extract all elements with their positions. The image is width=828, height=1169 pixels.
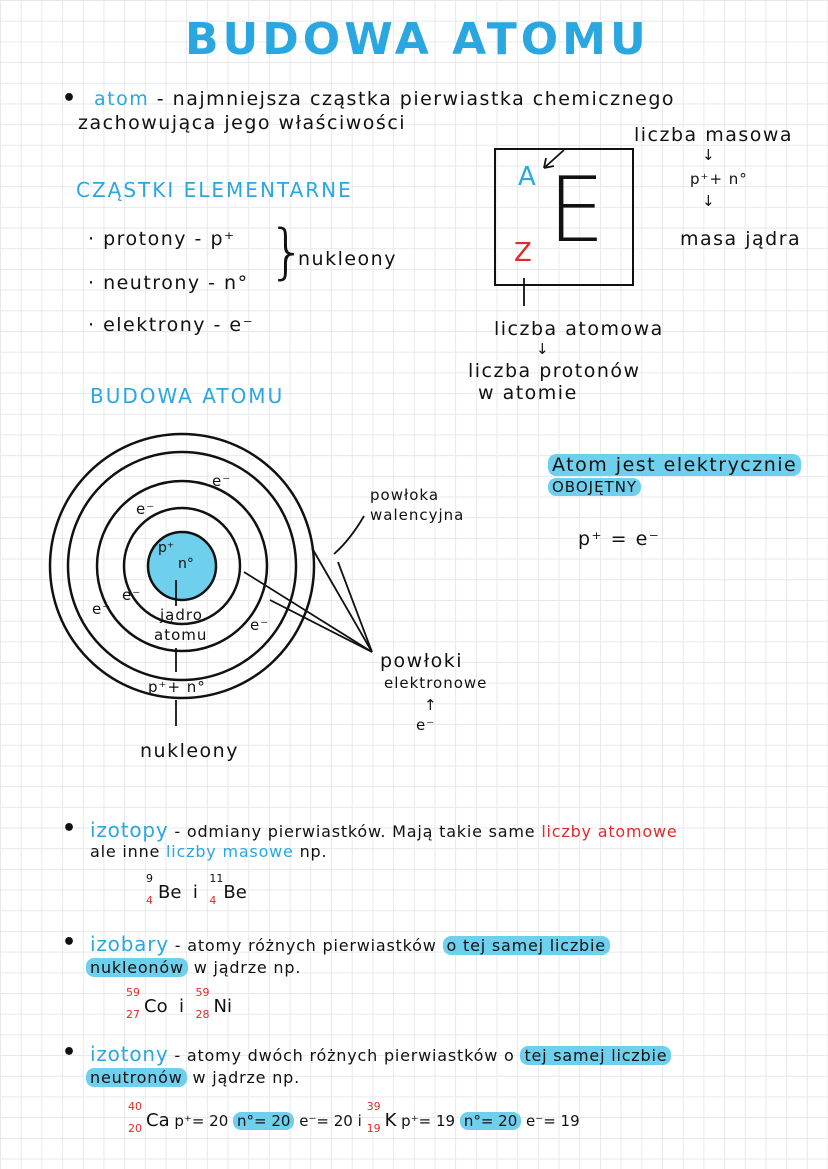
- page-title: BUDOWA ATOMU: [185, 14, 650, 65]
- middle-shell: [95, 479, 269, 653]
- element-symbol: E: [548, 158, 605, 263]
- particles-heading: CZĄSTKI ELEMENTARNE: [76, 178, 353, 202]
- in-atom-label: w atomie: [478, 382, 578, 404]
- structure-heading: BUDOWA ATOMU: [90, 384, 285, 408]
- electron: e⁻: [212, 472, 232, 490]
- nucleus-mass-label: masa jądra: [680, 228, 802, 250]
- nucleus: [146, 530, 218, 602]
- mass-number-formula: p⁺+ n°: [690, 170, 748, 188]
- arrow-down-icon: ↓: [536, 340, 550, 358]
- neutral-line1: Atom jest elektrycznie: [548, 454, 802, 476]
- isotopes-line2: ale inne liczby masowe np.: [90, 842, 328, 861]
- shell-pointer: [269, 599, 373, 653]
- nucleus-proton: p⁺: [158, 540, 175, 556]
- outer-shell: [48, 432, 316, 700]
- arrow-down-icon: ↓: [702, 146, 716, 164]
- mass-number-symbol: A: [518, 162, 536, 192]
- nucleon-brace: }: [268, 217, 307, 287]
- electron: e⁻: [250, 616, 270, 634]
- neutral-line2: OBOJĘTNY: [548, 478, 642, 496]
- element-box: [494, 148, 634, 286]
- nucleons-label: nukleony: [140, 740, 239, 762]
- particle-electron: · elektrony - e⁻: [88, 314, 255, 336]
- neutral-formula: p⁺ = e⁻: [578, 528, 661, 550]
- particle-proton: · protony - p⁺: [88, 228, 236, 250]
- nucleon-label: nukleony: [298, 248, 397, 270]
- bullet: •: [62, 816, 77, 841]
- nucleus-neutron: n°: [178, 556, 194, 572]
- valence-shell: [66, 450, 298, 682]
- atom-definition-text: - najmniejsza cząstka pierwiastka chemic…: [156, 88, 676, 110]
- atom-definition-line2: zachowująca jego właściwości: [78, 112, 407, 134]
- arrow-down-icon: ↓: [702, 192, 716, 210]
- atomic-number-label: liczba atomowa: [494, 318, 664, 340]
- arrow-head: [543, 157, 555, 169]
- shell-pointer: [337, 561, 373, 653]
- mass-arrow: [543, 149, 565, 169]
- particle-neutron: · neutrony - n°: [88, 272, 249, 294]
- atomic-number-symbol: Z: [514, 238, 532, 268]
- valence-pointer: [333, 515, 365, 555]
- isobars-line2: nukleonów w jądrze np.: [86, 958, 301, 977]
- inner-shell: [122, 506, 242, 626]
- mass-number-label: liczba masowa: [634, 124, 794, 146]
- bullet: •: [62, 1040, 77, 1065]
- shell-pointer: [243, 571, 373, 653]
- bullet: •: [62, 86, 77, 111]
- valence-label-line1: powłoka: [370, 486, 440, 504]
- isotones-line1: izotony - atomy dwóch różnych pierwiastk…: [90, 1042, 672, 1066]
- electron: e⁻: [122, 586, 142, 604]
- nucleus-label-line2: atomu: [154, 626, 208, 644]
- electron-symbol: e⁻: [416, 716, 436, 734]
- shells-label-line2: elektronowe: [384, 674, 488, 692]
- shell-pointer: [311, 547, 373, 653]
- bullet: •: [62, 930, 77, 955]
- atom-term: atom: [94, 88, 150, 110]
- atom-definition-line1: atom - najmniejsza cząstka pierwiastka c…: [94, 88, 675, 110]
- isotopes-line1: izotopy - odmiany pierwiastków. Mają tak…: [90, 818, 678, 842]
- valence-label-line2: walencyjna: [370, 506, 465, 524]
- electron: e⁻: [92, 600, 112, 618]
- shells-label-line1: powłoki: [380, 650, 464, 672]
- arrow-up-icon: ↑: [424, 696, 438, 714]
- isobars-line1: izobary - atomy różnych pierwiastków o t…: [90, 932, 610, 956]
- electron: e⁻: [136, 500, 156, 518]
- proton-count-label: liczba protonów: [468, 360, 641, 382]
- isotones-line2: neutronów w jądrze np.: [86, 1068, 300, 1087]
- nucleus-label-line1: jądro: [160, 606, 203, 624]
- nucleus-formula: p⁺+ n°: [148, 678, 206, 696]
